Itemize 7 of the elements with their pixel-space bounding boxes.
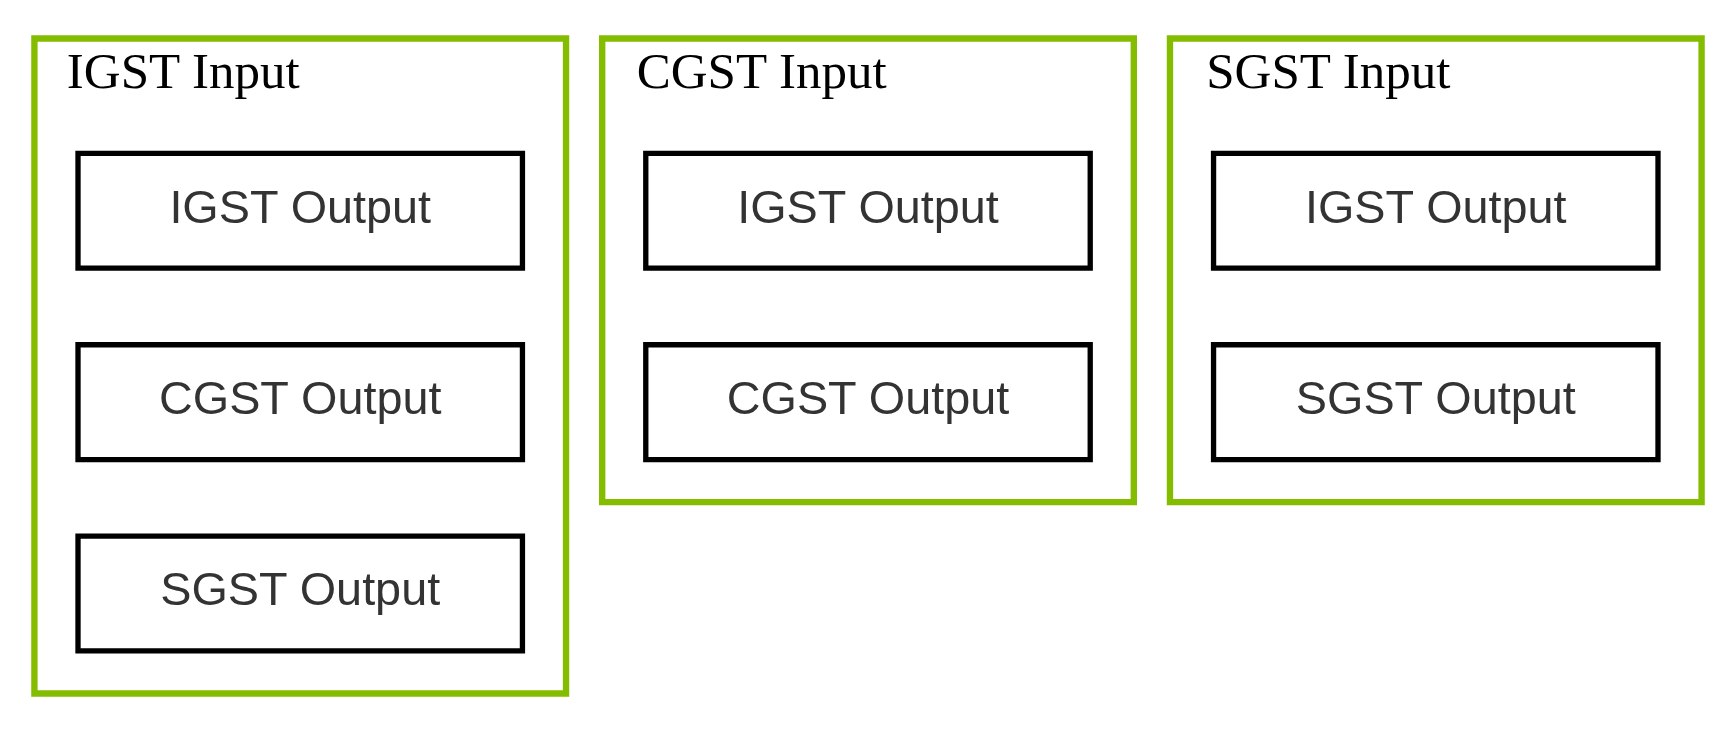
- node-box: CGST Output: [75, 341, 526, 462]
- node-box: SGST Output: [1210, 341, 1661, 462]
- node-box: IGST Output: [75, 150, 526, 271]
- node-box: IGST Output: [1210, 150, 1661, 271]
- node-box: CGST Output: [643, 341, 1093, 462]
- node-box: IGST Output: [643, 150, 1093, 271]
- node-box: SGST Output: [75, 532, 526, 654]
